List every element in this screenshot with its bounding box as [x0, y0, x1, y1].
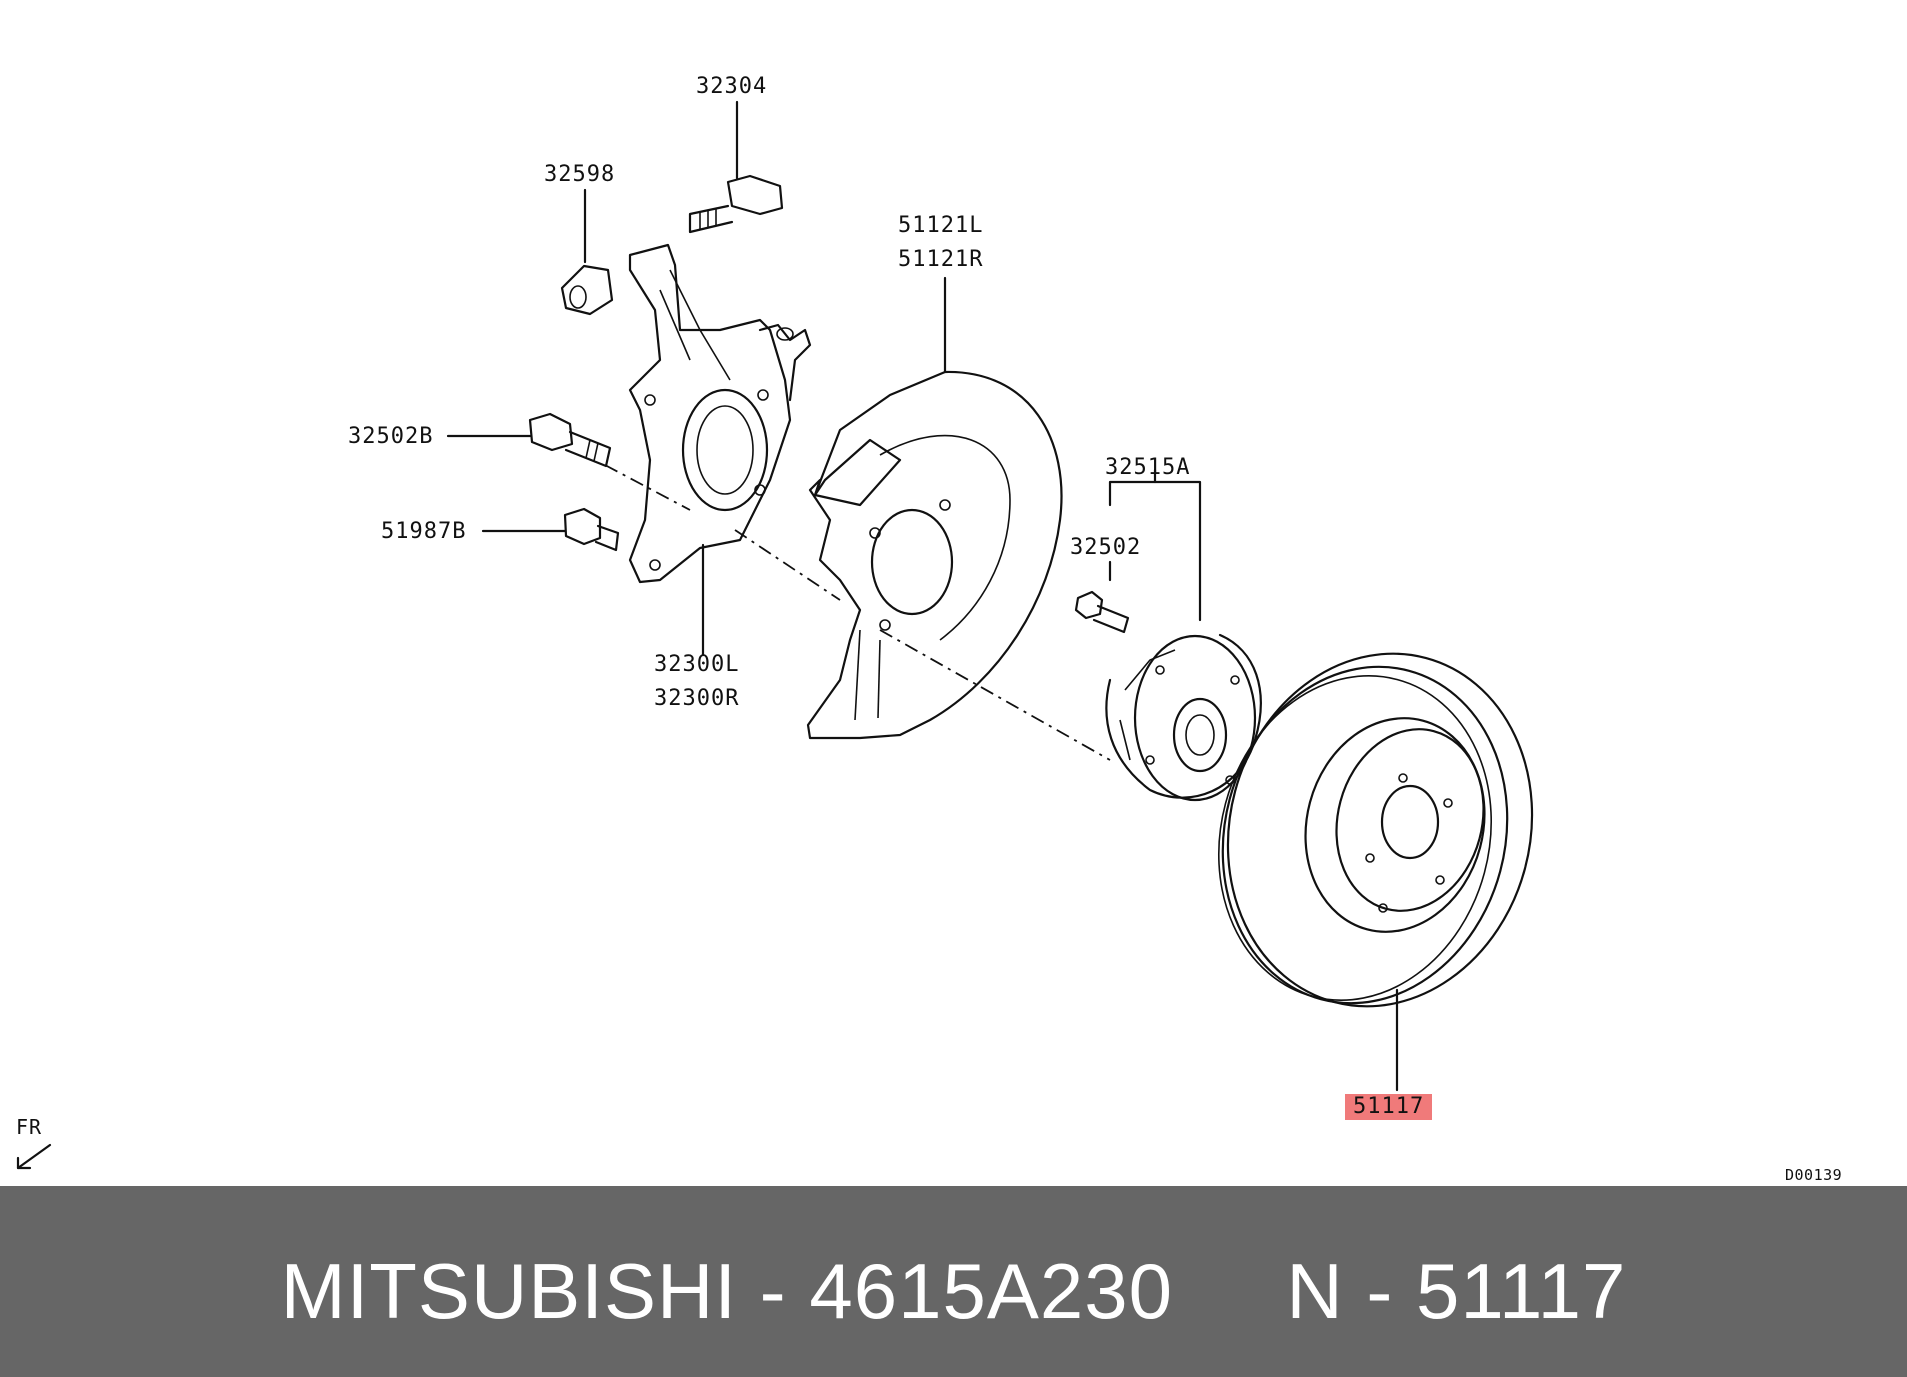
- nut-32598: [560, 264, 614, 316]
- n-label: N: [1286, 1247, 1344, 1335]
- steering-knuckle: [628, 243, 812, 584]
- bolt-32502b: [528, 412, 612, 468]
- label-51121r: 51121R: [898, 247, 984, 272]
- bolt-32502: [1074, 590, 1130, 634]
- diagram-drawing: [16, 100, 1534, 1170]
- diagram-code: D00139: [1785, 1166, 1843, 1184]
- brand-separator: -: [759, 1247, 787, 1335]
- label-32300r: 32300R: [654, 686, 740, 711]
- n-value: 51117: [1416, 1247, 1627, 1335]
- label-32515a: 32515A: [1105, 455, 1191, 480]
- hub-assembly: [1105, 633, 1262, 802]
- leader-lines: [446, 100, 1399, 1092]
- brake-disc: [1217, 652, 1534, 1008]
- n-separator: -: [1366, 1247, 1394, 1335]
- dust-shield: [806, 370, 1063, 740]
- label-51117-highlighted: 51117: [1345, 1094, 1433, 1120]
- label-32502: 32502: [1070, 535, 1142, 560]
- fr-arrow-icon: [16, 1143, 52, 1170]
- bolt-32304: [688, 174, 784, 234]
- bolt-51987b: [563, 507, 620, 552]
- label-32598: 32598: [544, 162, 616, 187]
- label-51121l: 51121L: [898, 213, 984, 238]
- part-number: 4615A230: [809, 1247, 1174, 1335]
- footer-caption: MITSUBISHI - 4615A230 N - 51117: [0, 1246, 1907, 1337]
- label-32304: 32304: [696, 74, 768, 99]
- parts-diagram: 32304 32598 51121L 51121R 32502B 51987B …: [16, 74, 1843, 1184]
- brand-name: MITSUBISHI: [280, 1247, 737, 1335]
- footer-bar: MITSUBISHI - 4615A230 N - 51117: [0, 1186, 1907, 1377]
- axis-lines: [604, 464, 1111, 761]
- fr-label: FR: [16, 1115, 43, 1139]
- label-51987b: 51987B: [381, 519, 467, 544]
- label-32502b: 32502B: [348, 424, 434, 449]
- label-32300l: 32300L: [654, 652, 740, 677]
